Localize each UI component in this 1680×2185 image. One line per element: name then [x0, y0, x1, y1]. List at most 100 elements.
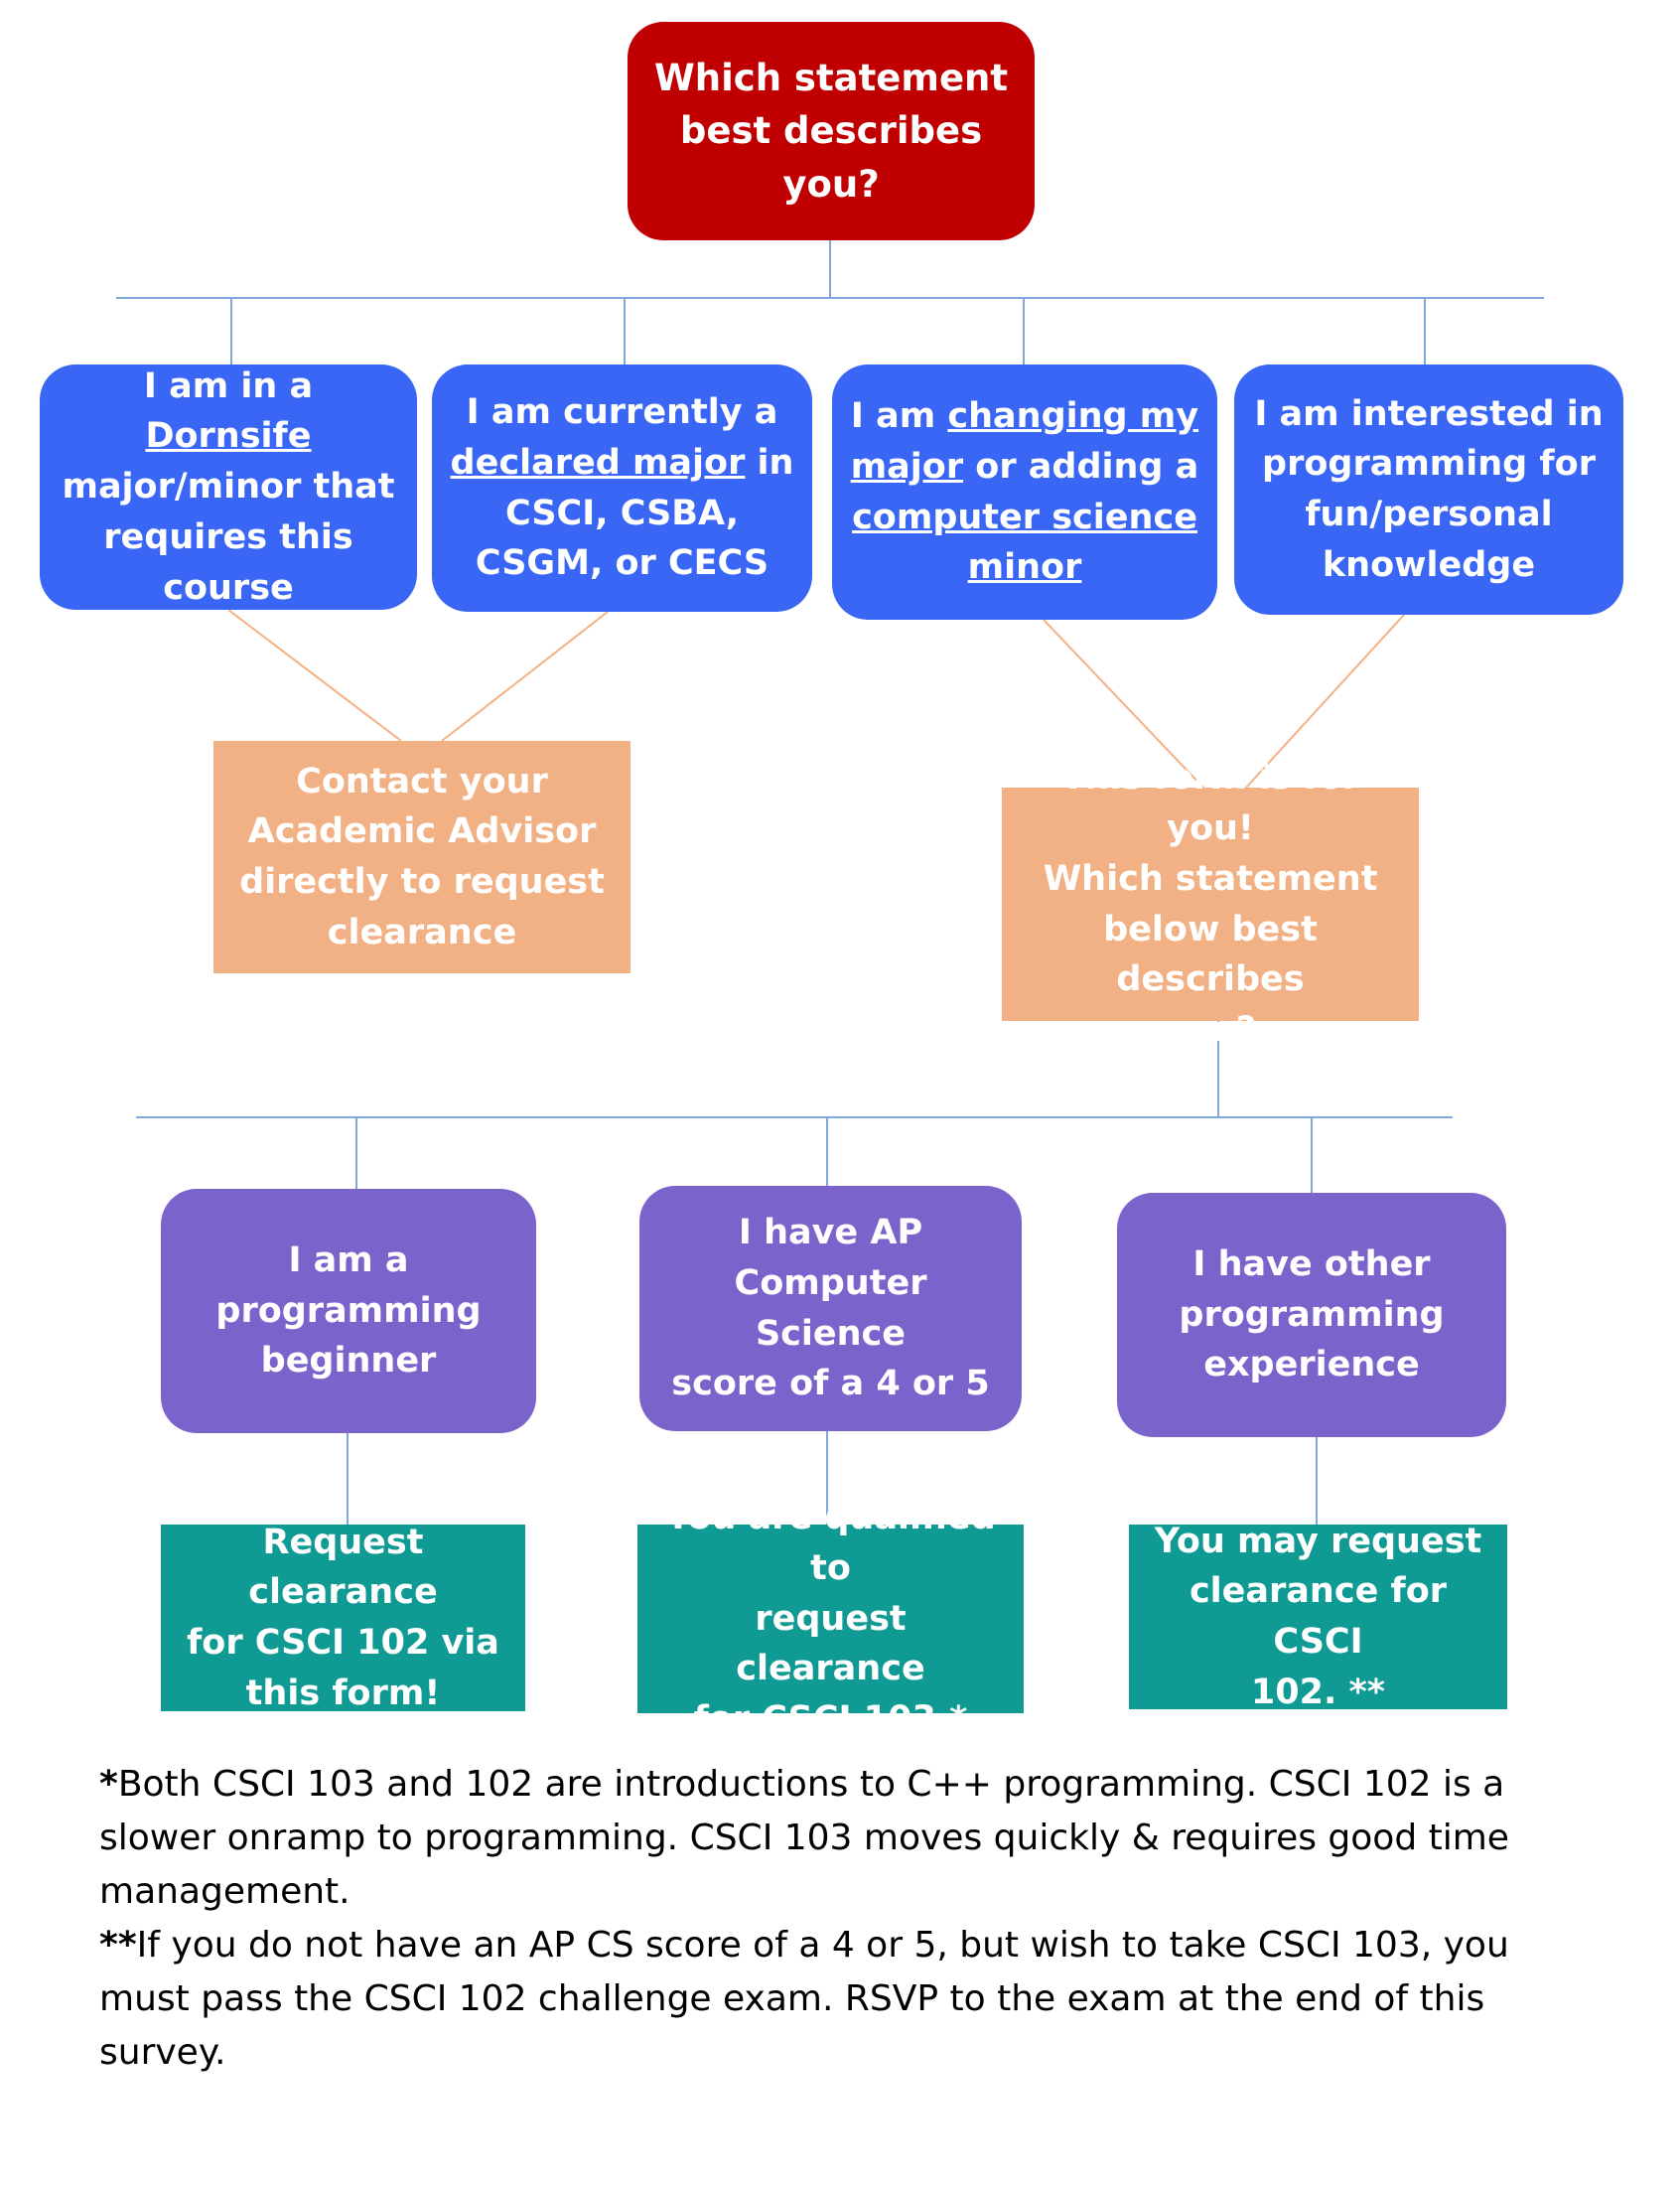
statement-changing-text-segment: or adding a — [963, 446, 1199, 487]
statement-interested-text: I am interested in programming for fun/per… — [1254, 389, 1603, 591]
statement-declared-text-segment: CSGM, or CECS — [475, 543, 770, 584]
outcome-form-line-3: below best describes — [1103, 909, 1318, 1000]
statement-dornsife-line-3: requires this — [58, 512, 399, 563]
outcome-form-box: This form is for you! Which statement belo… — [1002, 758, 1419, 1050]
statement-declared-text-segment: CSCI, CSBA, — [505, 493, 739, 533]
result-ap-text: You are qualified to request clearance for… — [655, 1493, 1006, 1745]
result-2-line-2: request clearance — [736, 1598, 925, 1689]
statement-dornsife-text-segment: course — [163, 567, 294, 608]
statement-changing-line-2: major or adding a — [851, 442, 1199, 493]
result-other-text: You may request clearance for CSCI 102. ** — [1147, 1517, 1489, 1718]
statement-dornsife-text-segment: I am in a — [143, 365, 314, 406]
statement-interested-line-2: programming for — [1254, 439, 1603, 490]
statement-dornsife-text-segment: major/minor that — [62, 467, 395, 508]
experience-1-line-1: I am a — [288, 1239, 409, 1280]
statement-dornsife-link[interactable]: Dornsife — [145, 416, 312, 457]
statement-changing-line-3: computer science — [851, 493, 1199, 543]
outcome-form-line-1: This form is for you! — [1060, 758, 1360, 848]
result-1-line-1: Request clearance — [248, 1522, 438, 1613]
experience-2-line-3: score of a 4 or 5 — [671, 1364, 990, 1404]
result-1-line-2: for CSCI 102 via — [187, 1623, 499, 1663]
statement-dornsife-line-2: major/minor that — [58, 462, 399, 512]
footnote-challenge-mark: ** — [99, 1925, 137, 1966]
footnote-103-mark: * — [99, 1764, 118, 1805]
result-2-line-3: for CSCI 103.* — [693, 1699, 968, 1740]
statement-dornsife-text-segment: requires this — [103, 516, 353, 557]
statement-declared-line-3: CSCI, CSBA, — [451, 489, 794, 539]
statement-interested-box[interactable]: I am interested in programming for fun/per… — [1234, 364, 1623, 615]
statement-declared-text-segment: I am currently a — [466, 392, 778, 432]
experience-ap-text: I have AP Computer Science score of a 4 or… — [659, 1208, 1002, 1409]
experience-3-line-2: programming — [1179, 1294, 1445, 1335]
statement-interested-text-segment: fun/personal — [1305, 495, 1553, 534]
statement-declared-line-1: I am currently a — [451, 387, 794, 438]
root-question-line-3: you? — [782, 162, 880, 206]
experience-other-box[interactable]: I have other programming experience — [1117, 1193, 1506, 1437]
result-ap-box: You are qualified to request clearance for… — [637, 1498, 1024, 1739]
statement-declared-text-segment: in — [745, 442, 794, 483]
outcome-advisor-line-3: directly to request — [239, 862, 605, 902]
footnote-challenge-text: If you do not have an AP CS score of a 4… — [99, 1925, 1509, 2073]
merge-changing — [1043, 619, 1204, 789]
experience-3-line-3: experience — [1203, 1345, 1420, 1385]
result-3-line-1: You may request — [1154, 1521, 1482, 1561]
statement-changing-link[interactable]: computer science — [852, 497, 1197, 537]
statement-changing-line-4: minor — [851, 542, 1199, 593]
result-3-line-3: 102. ** — [1250, 1672, 1386, 1712]
merge-dornsife — [227, 609, 402, 742]
experience-1-line-2: programming — [215, 1290, 482, 1331]
experience-2-line-2: Computer Science — [734, 1262, 927, 1354]
statement-changing-link[interactable]: changing my — [947, 396, 1199, 436]
outcome-advisor-line-4: clearance — [327, 912, 517, 952]
outcome-form-text: This form is for you! Which statement belo… — [1022, 753, 1399, 1056]
experience-2-line-1: I have AP — [738, 1213, 923, 1252]
experience-beginner-box[interactable]: I am a programming beginner — [161, 1189, 536, 1433]
statement-interested-line-4: knowledge — [1254, 540, 1603, 591]
result-other-box: You may request clearance for CSCI 102. ** — [1129, 1522, 1507, 1712]
statement-declared-line-2: declared major in — [451, 438, 794, 489]
merge-declared — [441, 611, 609, 742]
footnote-103: *Both CSCI 103 and 102 are introductions… — [99, 1758, 1589, 1919]
footnote-challenge-exam: **If you do not have an AP CS score of a… — [99, 1919, 1589, 2080]
statement-changing-text-segment: I am — [850, 396, 948, 436]
result-beginner-box: Request clearance for CSCI 102 via this fo… — [161, 1523, 525, 1713]
outcome-advisor-line-1: Contact your — [296, 761, 548, 801]
outcome-form-line-4: you? — [1164, 1010, 1257, 1050]
root-question-line-1: Which statement — [653, 56, 1009, 99]
experience-1-line-3: beginner — [260, 1341, 437, 1382]
outcome-form-line-2: Which statement — [1043, 858, 1378, 899]
statement-declared-line-4: CSGM, or CECS — [451, 538, 794, 589]
statement-dornsife-line-4: course — [58, 563, 399, 614]
merge-interested — [1245, 614, 1405, 789]
statement-changing-link[interactable]: minor — [967, 547, 1082, 588]
experience-other-text: I have other programming experience — [1179, 1239, 1444, 1390]
statement-changing-link[interactable]: major — [850, 446, 964, 487]
result-beginner-text: Request clearance for CSCI 102 via this fo… — [179, 1518, 507, 1719]
result-3-line-2: clearance for CSCI — [1189, 1571, 1448, 1662]
experience-beginner-text: I am a programming beginner — [215, 1236, 481, 1386]
statement-interested-text-segment: knowledge — [1322, 544, 1536, 585]
statement-interested-text-segment: programming for — [1262, 444, 1596, 485]
experience-ap-box[interactable]: I have AP Computer Science score of a 4 or… — [639, 1186, 1022, 1431]
outcome-advisor-line-2: Academic Advisor — [247, 811, 597, 852]
statement-interested-text-segment: I am interested in — [1254, 393, 1604, 434]
footnotes: *Both CSCI 103 and 102 are introductions… — [99, 1758, 1589, 2080]
statement-dornsife-line-1: I am in a Dornsife — [58, 362, 399, 463]
statement-declared-link[interactable]: declared major — [450, 442, 746, 483]
result-1-line-3: this form! — [245, 1673, 441, 1713]
statement-interested-line-1: I am interested in — [1254, 389, 1603, 440]
experience-3-line-1: I have other — [1192, 1243, 1431, 1284]
statement-changing-line-1: I am changing my — [851, 391, 1199, 442]
result-2-line-1: You are qualified to — [665, 1498, 996, 1588]
